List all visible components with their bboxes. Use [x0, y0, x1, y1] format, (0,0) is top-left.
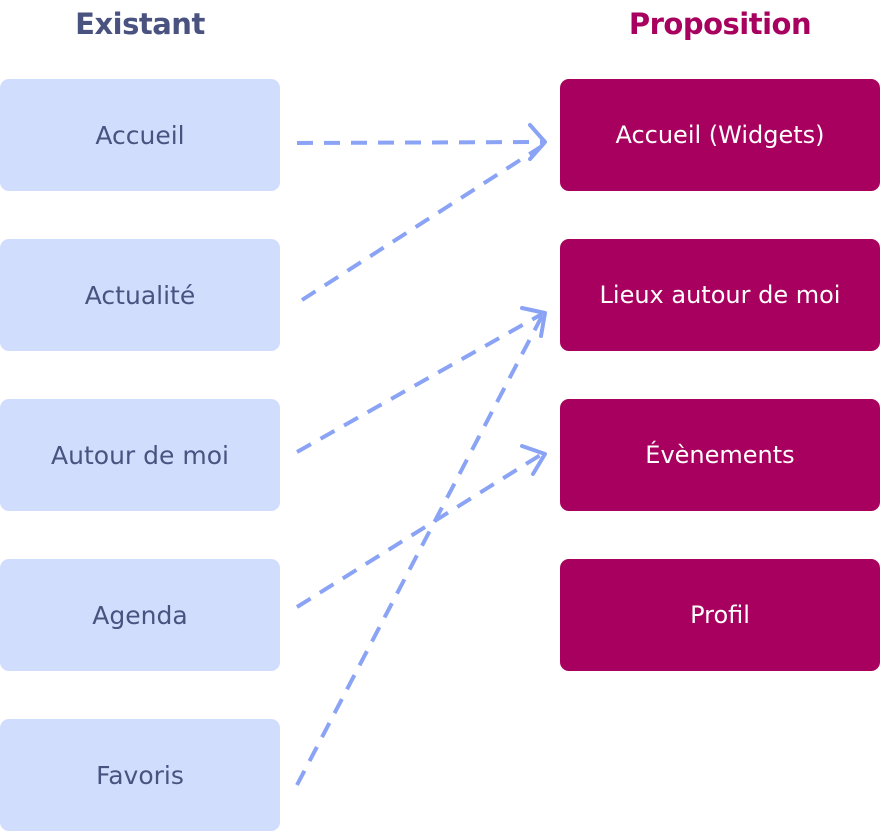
existing-item-autour-de-moi: Autour de moi: [0, 399, 280, 511]
existing-item-actualite: Actualité: [0, 239, 280, 351]
proposal-item-lieux-autour-de-moi: Lieux autour de moi: [560, 239, 880, 351]
connector-favoris-to-lieux: [295, 315, 544, 786]
arrowhead-lieux-autour-de-moi: [520, 306, 547, 338]
existing-item-agenda: Agenda: [0, 559, 280, 671]
connector-agenda-to-evenements: [295, 452, 544, 609]
connector-accueil-to-accueil-widgets: [296, 140, 543, 145]
existing-column-title: Existant: [75, 7, 205, 41]
existing-item-favoris: Favoris: [0, 719, 280, 831]
arrowhead-evenements: [520, 444, 547, 476]
proposal-column-title: Proposition: [628, 7, 812, 41]
proposal-item-profil: Profil: [560, 559, 880, 671]
connector-autour-de-moi-to-lieux: [296, 312, 543, 454]
existing-item-accueil: Accueil: [0, 79, 280, 191]
connector-actualite-to-accueil-widgets: [300, 144, 544, 302]
proposal-item-evenements: Évènements: [560, 399, 880, 511]
arrowhead-accueil-widgets: [528, 123, 547, 161]
proposal-item-accueil-widgets: Accueil (Widgets): [560, 79, 880, 191]
